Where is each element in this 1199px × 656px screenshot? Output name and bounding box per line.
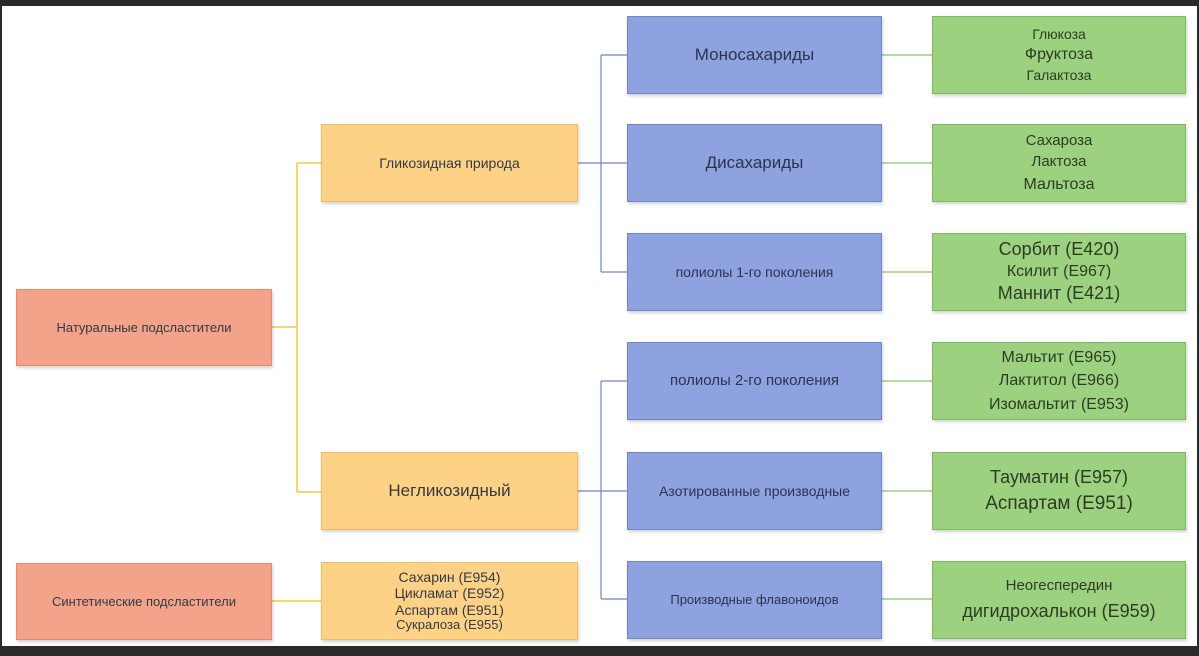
list-item: Сукралоза (E955) [396, 616, 503, 632]
example-item: Лактоза [1031, 153, 1087, 171]
node-polyols-gen1: полиолы 1-го поколения [627, 233, 882, 311]
example-item: Глюкоза [1032, 26, 1086, 43]
node-natural-sweeteners: Натуральные подсластители [16, 289, 272, 366]
example-item: дигидрохалькон (E959) [962, 600, 1156, 621]
example-item: Сахароза [1025, 131, 1093, 149]
node-label: Негликозидный [388, 480, 511, 500]
example-item: Мальтоза [1023, 176, 1095, 194]
example-item: Неогеспередин [1005, 577, 1113, 595]
example-item: Фруктоза [1024, 46, 1094, 64]
example-item: Галактоза [1026, 66, 1092, 83]
node-synthetic-list: Сахарин (E954) Цикламат (E952) Аспартам … [321, 562, 578, 640]
connector-glycoside [578, 54, 627, 273]
example-item: Лактитол (E966) [998, 372, 1120, 390]
node-flavonoid-derivatives: Производные флавоноидов [627, 561, 882, 639]
node-label: Дисахариды [705, 152, 804, 172]
list-item: Аспартам (E951) [395, 601, 504, 618]
node-glycoside-nature: Гликозидная природа [321, 124, 578, 202]
example-item: Аспартам (E951) [985, 493, 1133, 515]
example-item: Сорбит (E420) [998, 239, 1120, 260]
node-label: полиолы 1-го поколения [675, 263, 834, 280]
node-label: Производные флавоноидов [670, 592, 839, 608]
node-monosaccharides: Моносахариды [627, 16, 882, 94]
node-examples-flavo: Неогеспередин дигидрохалькон (E959) [932, 561, 1186, 639]
connector-groups [882, 54, 932, 600]
node-label: Натуральные подсластители [56, 319, 232, 335]
node-examples-nitro: Тауматин (E957) Аспартам (E951) [932, 452, 1186, 530]
list-item: Сахарин (E954) [398, 569, 501, 586]
node-label: полиолы 2-го поколения [669, 372, 840, 389]
node-examples-di: Сахароза Лактоза Мальтоза [932, 124, 1186, 202]
node-nonglycoside: Негликозидный [321, 452, 578, 530]
node-label: Гликозидная природа [379, 154, 520, 171]
node-disaccharides: Дисахариды [627, 124, 882, 202]
example-item: Ксилит (E967) [1006, 262, 1112, 280]
example-item: Изомальтит (E953) [989, 395, 1129, 413]
connector-root-natural [272, 162, 321, 493]
node-synthetic-sweeteners: Синтетические подсластители [16, 563, 272, 640]
list-item: Цикламат (E952) [394, 585, 505, 602]
connector-nonglycoside [578, 380, 627, 600]
node-label: Синтетические подсластители [52, 593, 236, 609]
node-label: Моносахариды [694, 44, 815, 64]
example-item: Мальтит (E965) [1001, 349, 1117, 367]
node-polyols-gen2: полиолы 2-го поколения [627, 342, 882, 420]
example-item: Маннит (E421) [997, 283, 1121, 304]
node-label: Азотированные производные [658, 482, 851, 499]
example-item: Тауматин (E957) [989, 467, 1129, 488]
node-nitrogen-derivatives: Азотированные производные [627, 452, 882, 530]
node-examples-poly2: Мальтит (E965) Лактитол (E966) Изомальти… [932, 342, 1186, 420]
node-examples-poly1: Сорбит (E420) Ксилит (E967) Маннит (E421… [932, 233, 1186, 311]
node-examples-mono: Глюкоза Фруктоза Галактоза [932, 16, 1186, 94]
